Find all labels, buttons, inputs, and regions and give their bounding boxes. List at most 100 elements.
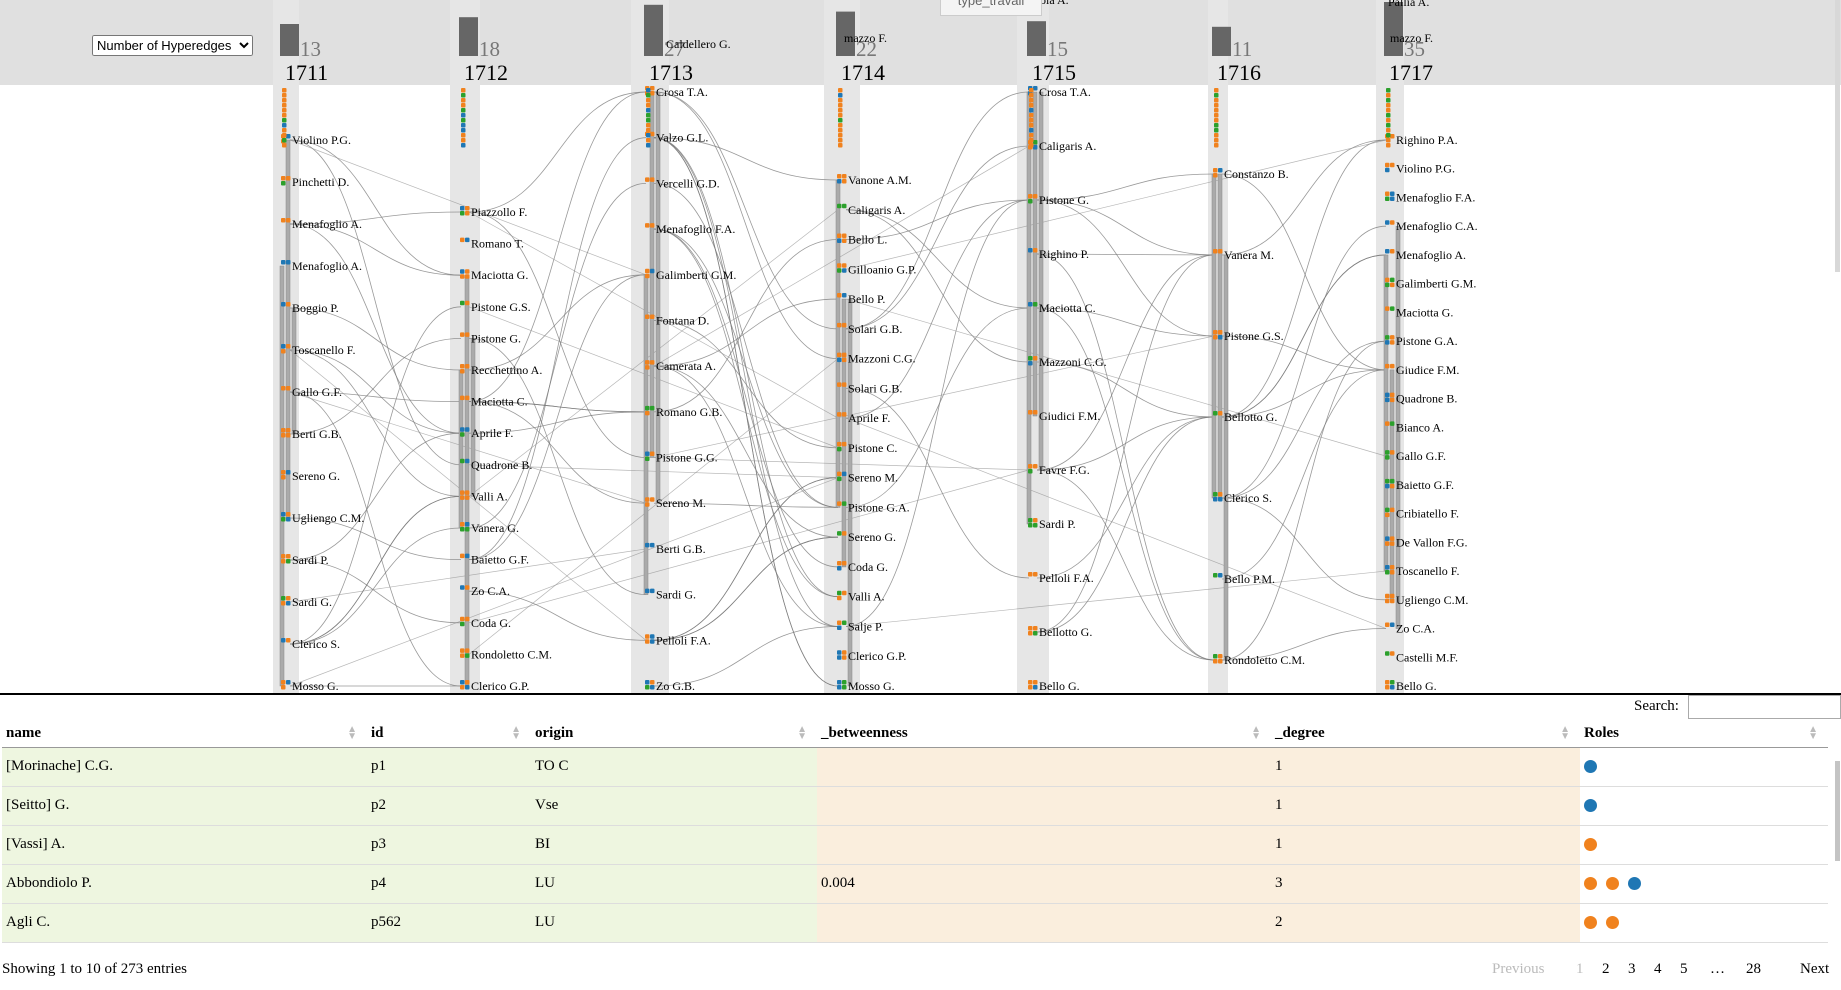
node-label: Romano G.B. [656,405,722,419]
node-marker [837,382,842,387]
node-marker [465,427,470,432]
node-marker [1385,570,1390,575]
node-marker [281,601,286,606]
column-header-name[interactable]: name▲▼ [2,720,367,748]
node-marker [1028,410,1033,415]
node-marker [1390,392,1395,398]
node-marker [645,685,650,690]
hyperedge-link [289,496,462,645]
node-marker [1385,306,1390,311]
pagination-page-5[interactable]: 5 [1680,961,1688,977]
sort-arrows-icon[interactable]: ▲▼ [1808,724,1818,742]
node-marker [460,490,465,495]
column-header-betweenness[interactable]: _betweenness▲▼ [817,720,1271,748]
column-header-origin[interactable]: origin▲▼ [531,720,817,748]
node-marker [646,103,651,108]
hyperedge-link [289,338,462,435]
cell-name: Agli C. [2,903,367,943]
node-label: Pistone C. [848,441,897,455]
hyperedge-link [468,137,647,560]
node-marker [650,680,655,685]
node-marker [646,123,651,128]
node-marker [1385,335,1390,340]
node-marker [1385,191,1390,196]
sort-arrows-icon[interactable]: ▲▼ [511,724,521,742]
node-marker [1214,93,1219,98]
node-marker [460,427,465,432]
table-scrollbar[interactable] [1834,747,1841,937]
node-label: Caligaris A. [1039,139,1096,153]
column-header-degree[interactable]: _degree▲▼ [1271,720,1580,748]
node-marker [1028,523,1033,528]
sort-arrows-icon[interactable]: ▲▼ [1560,724,1570,742]
node-marker [1028,248,1033,253]
cell-roles [1580,825,1828,865]
hyperedge-bar [1032,91,1038,417]
column-header-Roles[interactable]: Roles▲▼ [1580,720,1828,748]
role-dot [1584,760,1597,774]
node-marker [838,128,843,133]
node-label: Camerata A. [656,359,716,373]
table-scroll-thumb[interactable] [1835,761,1840,861]
pagination-page-4[interactable]: 4 [1654,961,1662,977]
hyperedge-link [653,91,839,359]
count-bar [644,4,663,57]
table-header-row: name▲▼id▲▼origin▲▼_betweenness▲▼_degree▲… [2,720,1828,748]
header-node-label: mazzo F. [1390,31,1433,45]
hyperedge-link [1221,369,1387,580]
pagination-page-1[interactable]: 1 [1576,961,1584,977]
node-label: Baietto G.F. [471,553,529,567]
search-input[interactable] [1688,695,1841,719]
pagination-page-3[interactable]: 3 [1628,961,1636,977]
timeline-graph[interactable]: Violino P.G.Pinchetti D.Menafoglio A.Men… [0,0,1841,693]
node-label: Pistone G.S. [471,300,531,314]
pagination-previous[interactable]: Previous [1492,961,1545,977]
node-marker [1029,108,1034,113]
node-marker [1390,363,1395,369]
node-marker [1213,659,1218,664]
node-label: Zo C.A. [1396,622,1435,636]
cell-degree: 2 [1271,903,1580,943]
node-marker [838,118,843,123]
hyperedge-bar [1038,91,1044,471]
node-marker [460,211,465,216]
node-marker [1390,651,1395,656]
node-marker [460,648,465,653]
node-label: Maciotta C. [471,395,528,409]
node-marker [838,103,843,108]
pagination-page-28[interactable]: 28 [1746,961,1761,977]
node-label: Solari G.B. [848,381,902,395]
node-marker [645,680,650,685]
node-marker [1386,133,1391,138]
sort-arrows-icon[interactable]: ▲▼ [797,724,807,742]
count-label: 18 [479,37,500,61]
hyperedge-link [468,411,647,434]
node-label: Bellotto G. [1039,625,1092,639]
hypergraph-timeline[interactable]: Violino P.G.Pinchetti D.Menafoglio A.Men… [0,0,1841,693]
node-marker [1385,455,1390,460]
hyperedge-link [289,307,462,371]
node-marker [1390,570,1395,575]
node-marker [842,412,847,417]
node-marker [286,559,291,564]
node-marker [842,238,847,244]
node-label: Boggio P. [292,301,339,315]
viz-scrollbar[interactable] [1834,0,1841,693]
sort-arrows-icon[interactable]: ▲▼ [1251,724,1261,742]
node-marker [650,542,655,548]
node-label: Violino P.G. [1396,162,1455,176]
pagination-page-2[interactable]: 2 [1602,961,1610,977]
metric-select[interactable]: Number of Hyperedges [92,35,253,56]
viz-scroll-thumb[interactable] [1835,0,1840,272]
pagination-next[interactable]: Next [1800,961,1830,977]
node-marker [837,590,842,596]
node-label: Violino P.G. [292,133,351,147]
sort-arrows-icon[interactable]: ▲▼ [347,724,357,742]
column-header-id[interactable]: id▲▼ [367,720,531,748]
year-label: 1713 [649,60,693,85]
